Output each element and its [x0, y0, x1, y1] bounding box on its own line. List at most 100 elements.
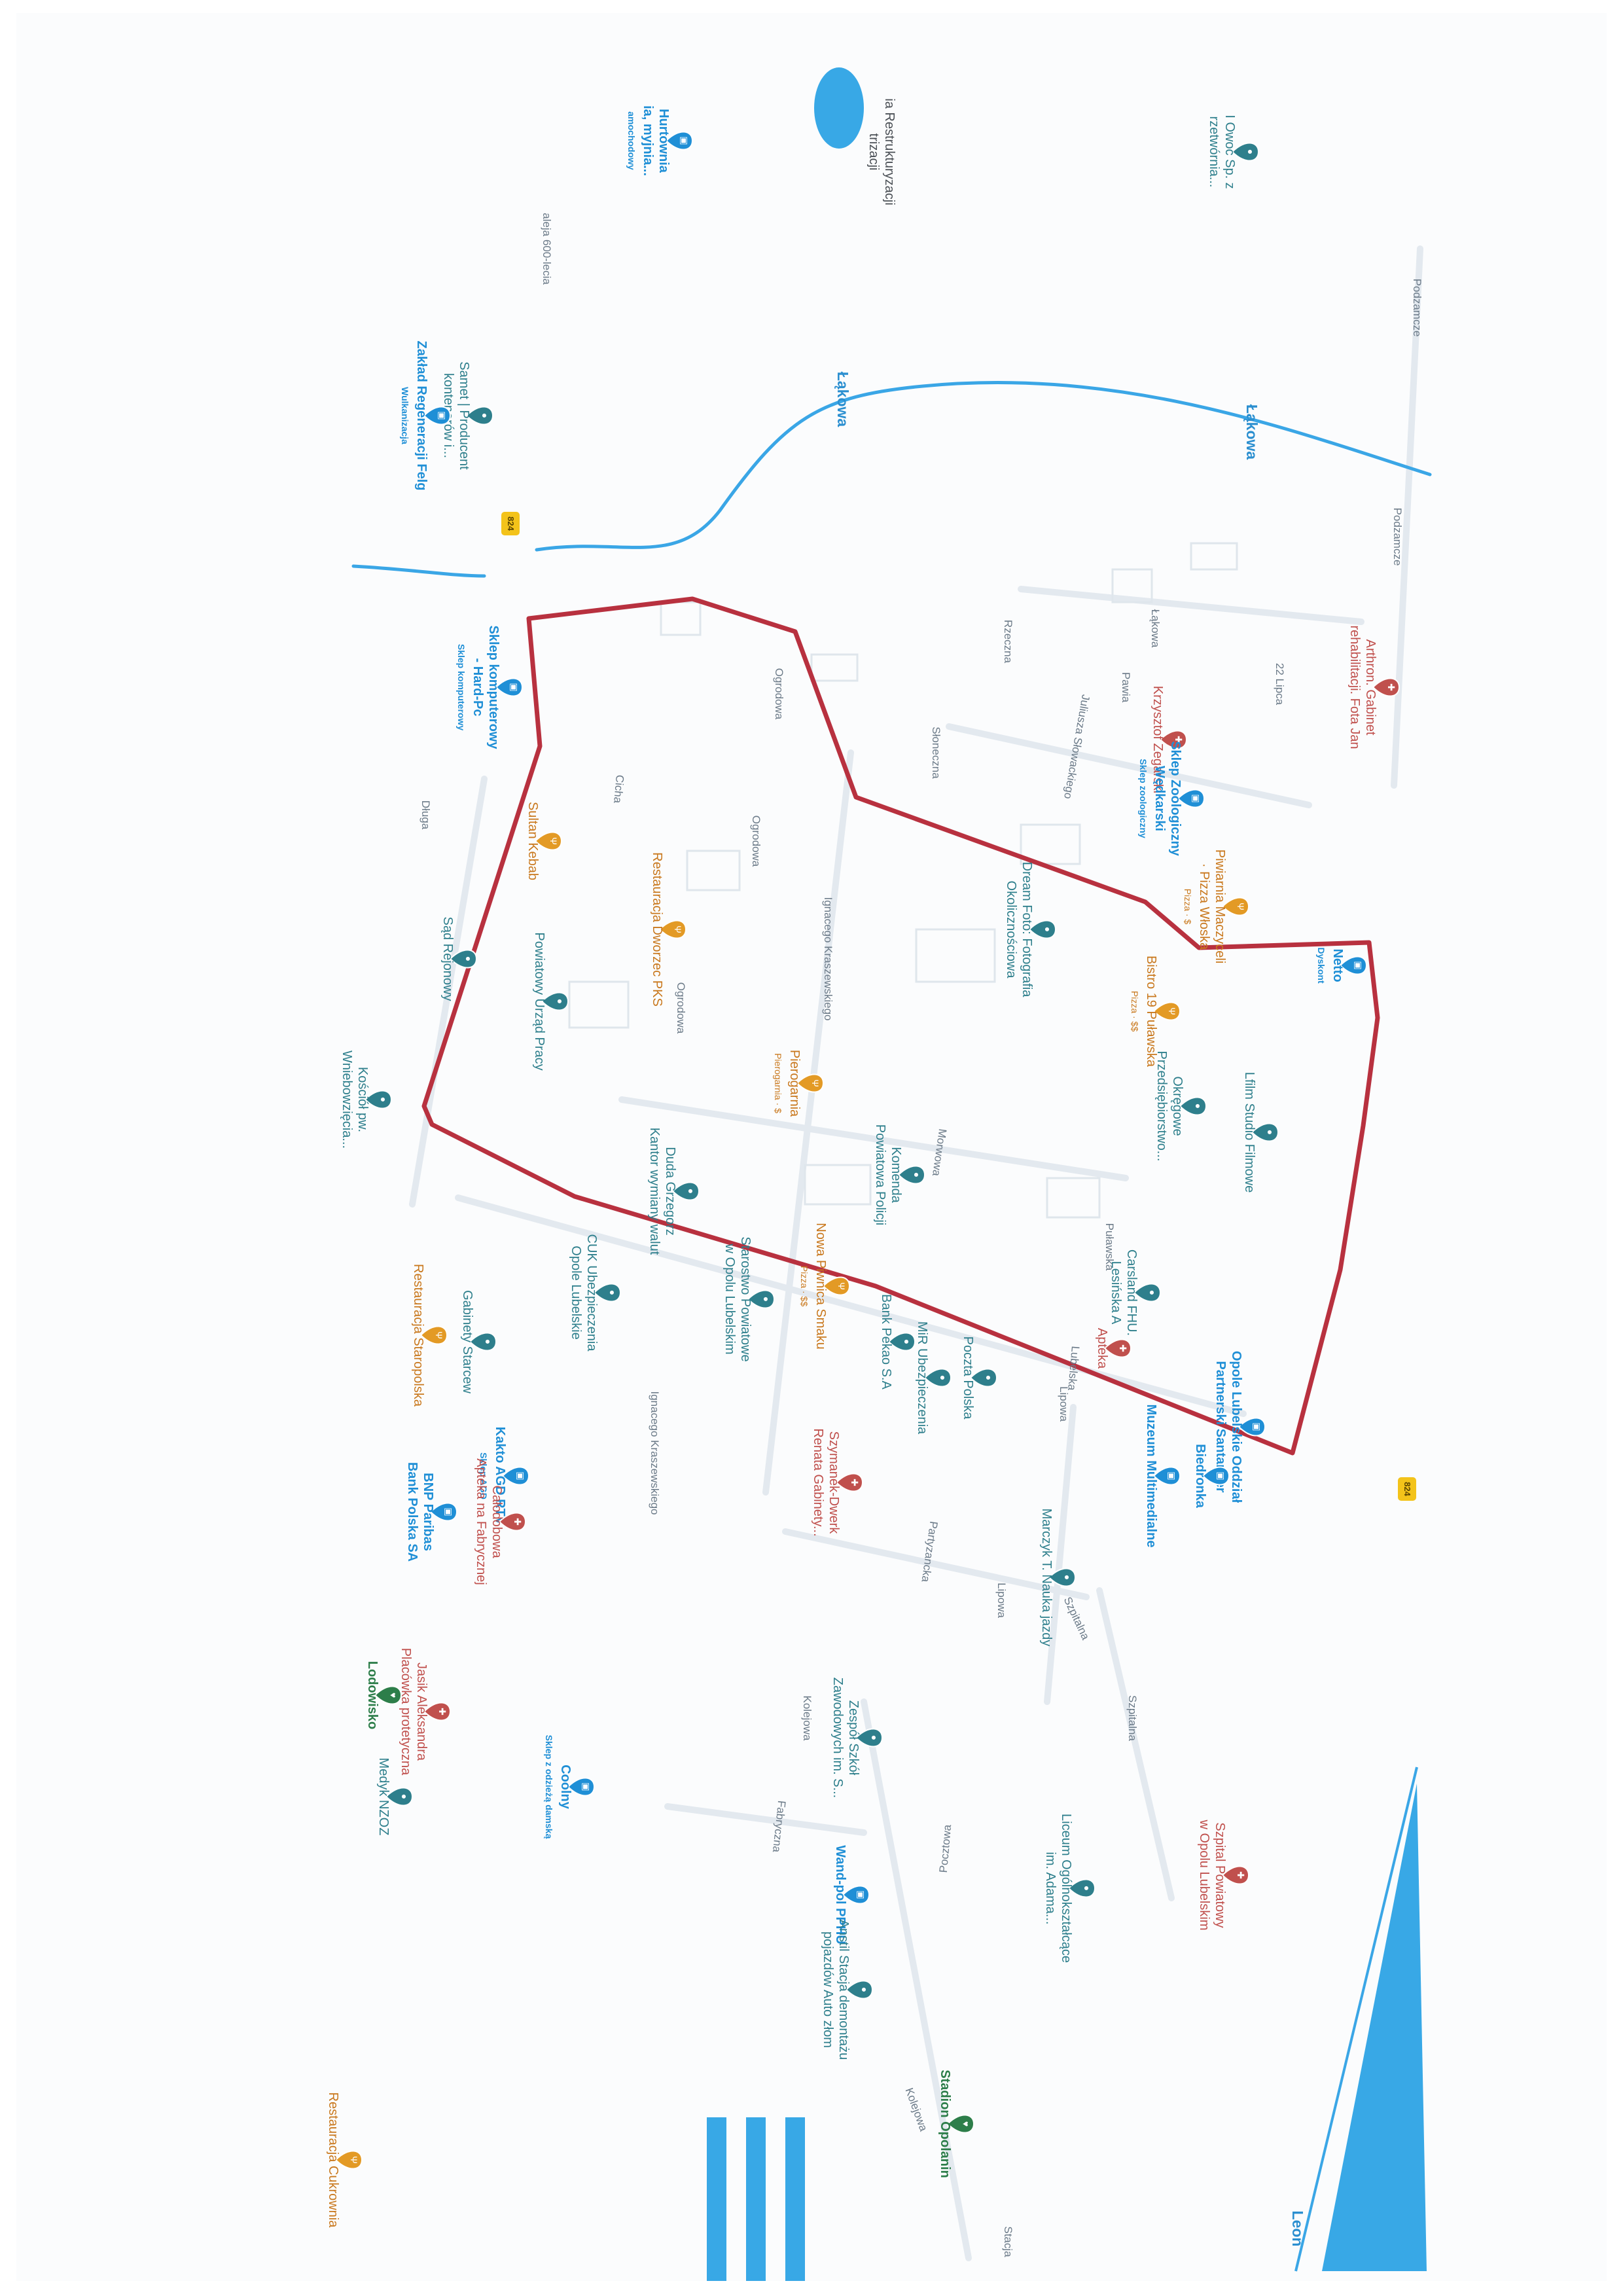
poi-carsland[interactable]: ●Carsland FHU.Lesińska A	[1109, 1249, 1162, 1336]
place-marker-icon[interactable]: ●	[923, 1368, 952, 1388]
place-marker-icon[interactable]: ●	[385, 1787, 414, 1806]
medical-cross-icon[interactable]: ✚	[1372, 677, 1400, 697]
fork-knife-icon[interactable]: Ψ	[419, 1325, 448, 1345]
poi-apteka[interactable]: ✚Apteka	[1095, 1328, 1132, 1369]
poi-sad[interactable]: ●Sąd Rejonowy	[440, 917, 478, 1001]
place-marker-icon[interactable]: ●	[845, 1980, 874, 2000]
medical-cross-icon[interactable]: ✚	[1159, 730, 1188, 749]
place-marker-icon[interactable]: ●	[593, 1283, 622, 1302]
poi-urzad-pracy[interactable]: ●Powiatowy Urząd Pracy	[532, 932, 569, 1071]
poi-muzeum[interactable]: ▣Muzeum Multimedialne	[1144, 1405, 1181, 1548]
medical-cross-icon[interactable]: ✚	[1221, 1865, 1250, 1885]
place-marker-icon[interactable]: ●	[887, 1332, 916, 1352]
poi-kosciol[interactable]: ●Kościół pw.Wniebowzięcia...	[340, 1050, 393, 1149]
place-marker-icon[interactable]: ●	[1231, 142, 1260, 162]
poi-gabinety-starcew[interactable]: ●Gabinety Starcew	[460, 1290, 497, 1393]
poi-lfilm[interactable]: ●Lfilm Studio Filmowe	[1242, 1072, 1279, 1193]
place-marker-icon[interactable]: ●	[364, 1090, 393, 1109]
fork-knife-icon[interactable]: Ψ	[822, 1276, 851, 1296]
fork-knife-icon[interactable]: Ψ	[796, 1073, 825, 1093]
medical-cross-icon[interactable]: ✚	[1103, 1338, 1132, 1358]
poi-okregowe[interactable]: ●OkręgowePrzedsiębiorstwo...	[1154, 1051, 1207, 1162]
place-marker-icon[interactable]: ●	[855, 1728, 883, 1748]
stadium-icon[interactable]: ♥	[374, 1685, 402, 1705]
fork-knife-icon[interactable]: Ψ	[1221, 897, 1250, 916]
place-marker-icon[interactable]: ●	[747, 1289, 776, 1309]
poi-lodowisko[interactable]: ♥Lodowisko	[365, 1661, 402, 1729]
medical-cross-icon[interactable]: ✚	[835, 1473, 864, 1492]
poi-zegarski[interactable]: ✚Krzysztof Zegarski	[1150, 686, 1188, 793]
shopping-bag-icon[interactable]: ▣	[1339, 956, 1368, 975]
place-marker-icon[interactable]: ●	[1048, 1568, 1077, 1587]
poi-mir[interactable]: ●MiR Ubezpieczenia	[915, 1321, 952, 1435]
medical-cross-icon[interactable]: ✚	[423, 1702, 452, 1721]
shopping-bag-icon[interactable]: ▣	[567, 1777, 596, 1797]
place-marker-icon[interactable]: ●	[1028, 920, 1057, 939]
place-marker-icon[interactable]: ●	[1179, 1096, 1207, 1116]
poi-pekao[interactable]: ●Bank Pekao S.A	[879, 1294, 916, 1390]
place-marker-icon[interactable]: ●	[1133, 1283, 1162, 1302]
fork-knife-icon[interactable]: Ψ	[658, 920, 687, 939]
shopping-bag-icon[interactable]: ▣	[1152, 1466, 1181, 1486]
poi-biedronka[interactable]: ▣Biedronka	[1193, 1444, 1230, 1509]
place-marker-icon[interactable]: ●	[969, 1368, 998, 1388]
shopping-bag-icon[interactable]: ▣	[1238, 1417, 1266, 1437]
shopping-bag-icon[interactable]: ▣	[1177, 789, 1205, 808]
shopping-bag-icon[interactable]: ▣	[429, 1502, 458, 1522]
shopping-bag-icon[interactable]: ▣	[665, 131, 694, 151]
fork-knife-icon[interactable]: Ψ	[1152, 1001, 1181, 1021]
place-marker-icon[interactable]: ●	[1251, 1122, 1279, 1142]
poi-medyk[interactable]: ●Medyk NZOZ	[376, 1758, 414, 1836]
place-marker-icon[interactable]: ●	[465, 406, 494, 425]
place-marker-icon[interactable]: ●	[469, 1332, 497, 1352]
medical-cross-icon[interactable]: ✚	[498, 1512, 527, 1532]
place-marker-icon[interactable]: ●	[897, 1165, 926, 1185]
place-marker-icon[interactable]: ●	[1067, 1878, 1096, 1898]
poi-owoc[interactable]: ●I Owoc Sp. zrzetwórnia...	[1207, 115, 1260, 189]
poi-poczta[interactable]: ●Poczta Polska	[961, 1336, 998, 1420]
shopping-bag-icon[interactable]: ▣	[501, 1466, 530, 1486]
place-marker-icon[interactable]: ●	[449, 949, 478, 969]
poi-wand-pol[interactable]: ▣Wand-pol PPHU	[833, 1845, 870, 1945]
shopping-bag-icon[interactable]: ▣	[495, 677, 524, 697]
place-marker-icon[interactable]: ●	[671, 1181, 700, 1201]
poi-stadion[interactable]: ♥Stadion Opolanin	[938, 2070, 975, 2178]
place-marker-icon[interactable]: ●	[541, 992, 569, 1011]
shopping-bag-icon[interactable]: ▣	[1202, 1466, 1230, 1486]
shopping-bag-icon[interactable]: ▣	[423, 406, 452, 425]
shopping-bag-icon[interactable]: ▣	[842, 1885, 870, 1905]
stadium-icon[interactable]: ♥	[946, 2114, 975, 2134]
fork-knife-icon[interactable]: Ψ	[334, 2150, 363, 2170]
fork-knife-icon[interactable]: Ψ	[534, 831, 563, 851]
